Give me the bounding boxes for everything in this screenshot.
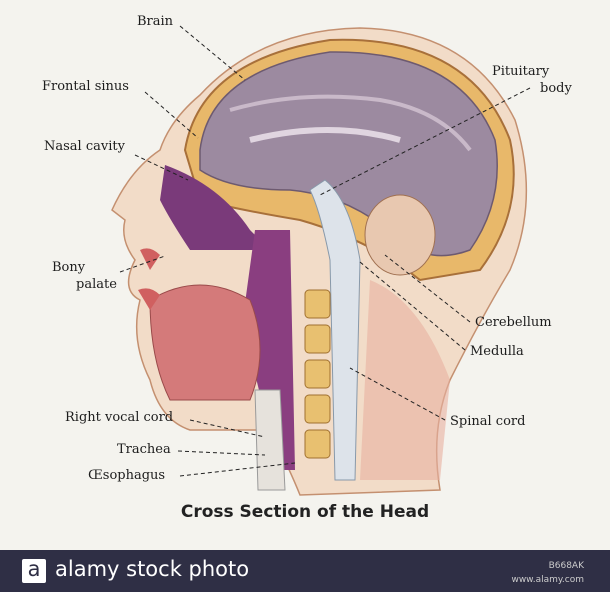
diagram-title: Cross Section of the Head	[180, 502, 430, 522]
vertebrae	[304, 289, 331, 459]
head-cross-section-illustration	[111, 25, 531, 496]
watermark-url: www.alamy.com	[511, 575, 584, 585]
watermark-brand: alamy stock photo	[55, 557, 250, 581]
label-pituitary-line1: Pituitary	[492, 64, 550, 79]
alamy-logo-icon: a	[22, 559, 46, 583]
label-bony-palate-line1: Bony	[52, 260, 86, 275]
label-right-vocal-cord: Right vocal cord	[65, 410, 174, 425]
watermark-info: B668AK www.alamy.com	[511, 559, 584, 587]
label-frontal-sinus: Frontal sinus	[42, 79, 129, 94]
label-medulla: Medulla	[470, 344, 524, 359]
leader-lines	[119, 25, 531, 477]
tongue	[149, 284, 261, 401]
cerebellum	[364, 194, 436, 276]
label-spinal-cord: Spinal cord	[450, 414, 526, 429]
trachea	[254, 389, 286, 491]
label-cerebellum: Cerebellum	[475, 315, 552, 330]
nasal-cavity	[160, 165, 270, 250]
watermark-bar: a alamy stock photo B668AK www.alamy.com	[0, 550, 610, 592]
label-bony-palate-line2: palate	[76, 277, 117, 292]
spinal-cord	[309, 179, 361, 481]
label-trachea: Trachea	[117, 442, 171, 457]
label-nasal-cavity: Nasal cavity	[44, 139, 125, 154]
image-id: B668AK	[548, 561, 584, 571]
label-brain: Brain	[137, 14, 174, 29]
label-pituitary-line2: body	[540, 81, 572, 96]
label-oesophagus: Œsophagus	[88, 468, 166, 483]
